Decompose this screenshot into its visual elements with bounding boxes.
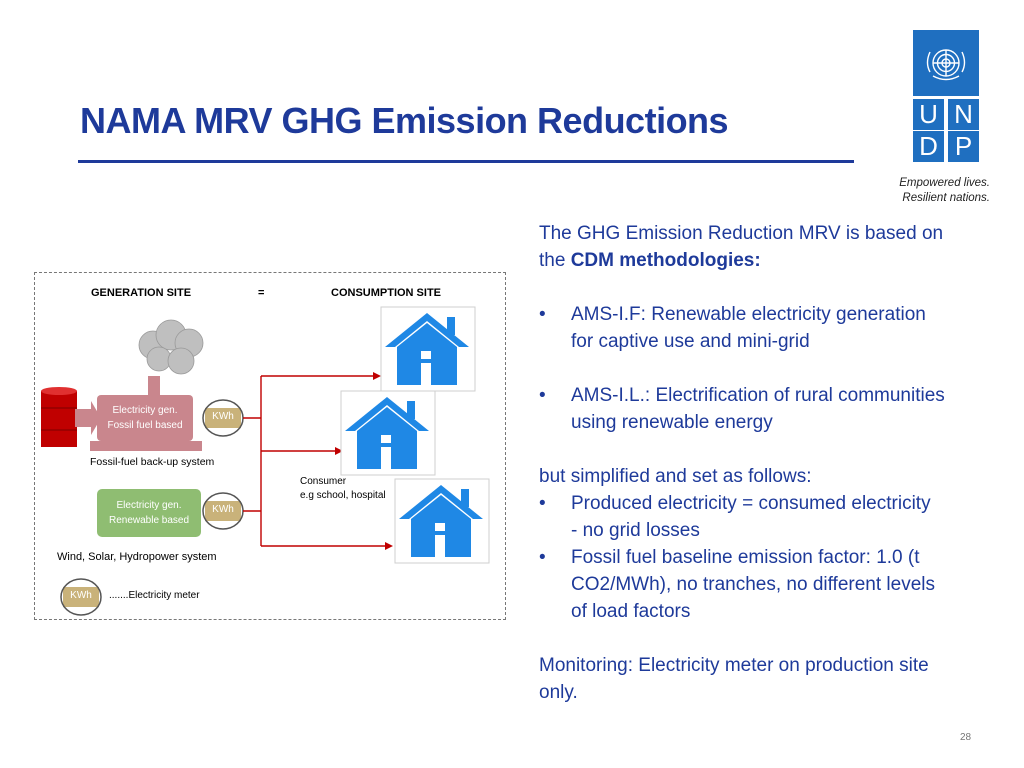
- undp-tagline: Empowered lives. Resilient nations.: [880, 176, 990, 206]
- consumption-site-header: CONSUMPTION SITE: [331, 287, 442, 299]
- legend-meter-label: KWh: [70, 590, 92, 601]
- legend-meter-box: [63, 587, 99, 607]
- method-2-line-1: AMS-I.L.: Electrification of rural commu…: [571, 385, 945, 406]
- renewable-gen-label-2: Renewable based: [108, 515, 190, 526]
- arrowheads: [335, 372, 393, 550]
- simplified-2-line-3: of load factors: [571, 601, 691, 622]
- method-1-line-1: AMS-I.F: Renewable electricity generatio…: [571, 304, 926, 325]
- simplified-2-line-1: Fossil fuel baseline emission factor: 1.…: [571, 547, 920, 568]
- renewable-meter-label: KWh: [212, 504, 234, 515]
- equals-sign: =: [258, 287, 265, 299]
- renewable-gen-label-1: Electricity gen.: [116, 500, 182, 511]
- simplified-1-line-1: Produced electricity = consumed electric…: [571, 493, 931, 514]
- intro-line-1: The GHG Emission Reduction MRV is based …: [539, 223, 944, 244]
- diagram-graphics: [41, 306, 490, 616]
- house-icon-1: [380, 306, 476, 392]
- house-icon-3: [394, 478, 490, 564]
- title-underline: [78, 160, 854, 163]
- bullet-icon: •: [539, 493, 546, 514]
- tagline-line1: Empowered lives.: [899, 177, 990, 189]
- intro-prefix: the: [539, 250, 571, 271]
- monitoring-line-1: Monitoring: Electricity meter on product…: [539, 655, 929, 676]
- page-number: 28: [960, 732, 972, 743]
- method-2-line-2: using renewable energy: [571, 412, 773, 433]
- bullet-icon: •: [539, 547, 546, 568]
- consumer-label-2: e.g school, hospital: [300, 490, 386, 501]
- logo-letter-u: U: [913, 99, 944, 130]
- logo-letter-n: N: [948, 99, 979, 130]
- fuel-arrow: [75, 401, 101, 435]
- simplified-intro: but simplified and set as follows:: [539, 466, 812, 487]
- renewable-caption: Wind, Solar, Hydropower system: [57, 551, 217, 563]
- smoke-cloud-icon: [138, 319, 204, 375]
- simplified-bullet-2: • Fossil fuel baseline emission factor: …: [539, 544, 999, 625]
- simplified-bullet-1: • Produced electricity = consumed electr…: [539, 490, 999, 544]
- fossil-generator-box: [97, 395, 193, 441]
- legend-meter-ring: [60, 578, 102, 616]
- fossil-meter-label: KWh: [212, 411, 234, 422]
- generation-consumption-diagram: GENERATION SITE = CONSUMPTION SITE Elect…: [34, 272, 506, 620]
- method-bullet-2: • AMS-I.L.: Electrification of rural com…: [539, 382, 999, 436]
- cdm-methodologies: CDM methodologies:: [570, 250, 761, 271]
- simplified-2-line-2: CO2/MWh), no tranches, no different leve…: [571, 574, 935, 595]
- legend-text: .......Electricity meter: [109, 590, 200, 601]
- bullet-icon: •: [539, 304, 546, 325]
- distribution-wiring: [243, 375, 387, 547]
- generation-site-header: GENERATION SITE: [91, 287, 192, 299]
- un-emblem-graphic: [926, 49, 966, 81]
- fossil-gen-label-1: Electricity gen.: [112, 405, 178, 416]
- chimney: [148, 376, 160, 396]
- method-1-line-2: for captive use and mini-grid: [571, 331, 810, 352]
- renewable-meter-box: [205, 501, 241, 521]
- renewable-generator-box: [97, 489, 201, 537]
- fossil-generator-base: [90, 441, 202, 451]
- undp-logo: U N D P: [913, 30, 979, 162]
- fossil-gen-label-2: Fossil fuel based: [107, 420, 183, 431]
- intro-line-2: the CDM methodologies:: [539, 247, 999, 274]
- logo-letter-p: P: [948, 131, 979, 162]
- oil-barrel-icon: [41, 387, 77, 447]
- fossil-meter-box: [205, 408, 241, 428]
- un-emblem-icon: [913, 30, 979, 96]
- content-text: The GHG Emission Reduction MRV is based …: [539, 220, 999, 706]
- monitoring-line-2: only.: [539, 682, 578, 703]
- logo-letter-d: D: [913, 131, 944, 162]
- consumer-label-1: Consumer: [300, 476, 347, 487]
- slide-title: NAMA MRV GHG Emission Reductions: [80, 100, 729, 141]
- method-bullet-1: • AMS-I.F: Renewable electricity generat…: [539, 301, 999, 355]
- bullet-icon: •: [539, 385, 546, 406]
- simplified-1-line-2: - no grid losses: [571, 520, 700, 541]
- house-icon-2: [340, 390, 436, 476]
- fossil-caption: Fossil-fuel back-up system: [90, 456, 215, 468]
- tagline-line2: Resilient nations.: [902, 192, 990, 204]
